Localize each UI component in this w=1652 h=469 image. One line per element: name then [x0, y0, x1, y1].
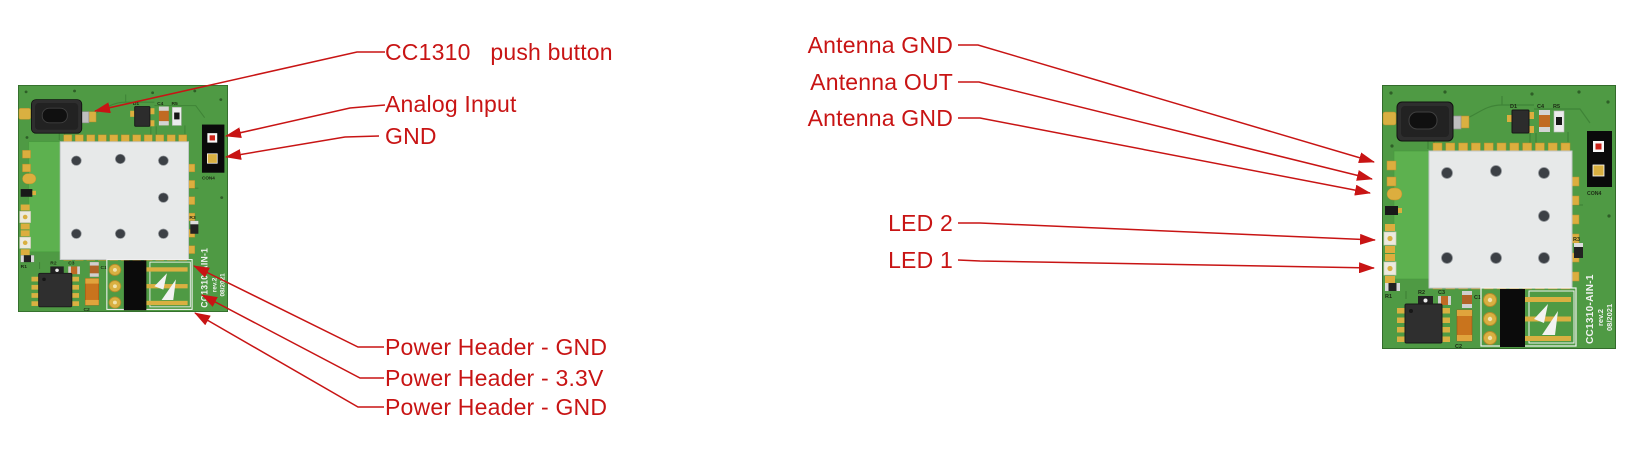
- leader-line-analog-input: [225, 104, 386, 139]
- callout-power-gnd-top: Power Header - GND: [385, 334, 608, 360]
- pcb-board-left: [18, 85, 228, 312]
- leader-line-power-3v3: [201, 294, 384, 379]
- callout-antenna-gnd-top: Antenna GND: [807, 32, 953, 58]
- pcb-board-right: [1382, 85, 1616, 349]
- leader-line-power-gnd-bottom: [194, 312, 384, 408]
- callout-gnd: GND: [385, 123, 437, 149]
- callout-led1: LED 1: [888, 247, 953, 273]
- leader-line-antenna-gnd-top: [958, 44, 1375, 164]
- callout-analog-input: Analog Input: [385, 91, 517, 117]
- leader-line-led1: [957, 259, 1375, 274]
- callout-led2: LED 2: [888, 210, 953, 236]
- callout-power-gnd-bottom: Power Header - GND: [385, 394, 608, 420]
- leader-line-antenna-out: [958, 81, 1373, 181]
- callout-antenna-out: Antenna OUT: [810, 69, 953, 95]
- callout-push-button: CC1310 push button: [385, 39, 613, 65]
- callout-power-3v3: Power Header - 3.3V: [385, 365, 604, 391]
- leader-line-led2: [958, 222, 1376, 245]
- leader-line-antenna-gnd-bottom: [958, 117, 1371, 196]
- leader-line-gnd: [225, 135, 380, 160]
- callout-antenna-gnd-bottom: Antenna GND: [807, 105, 953, 131]
